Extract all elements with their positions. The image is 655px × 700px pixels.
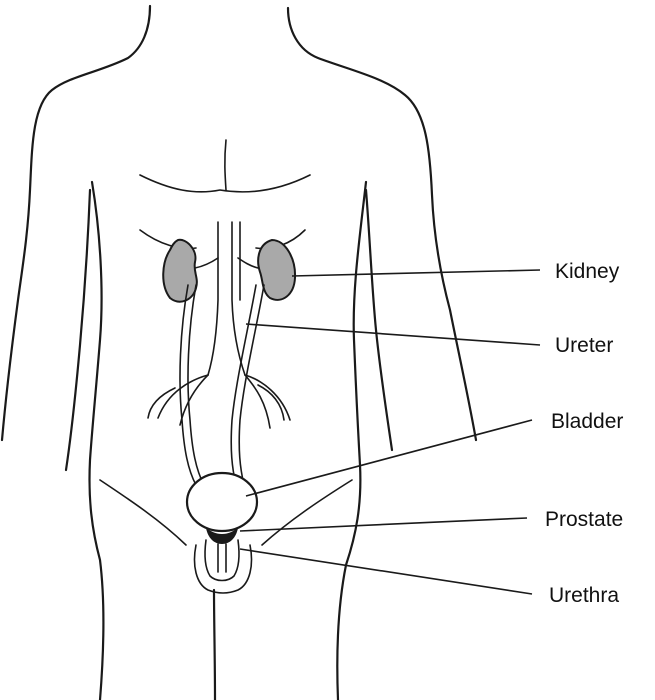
labels: Kidney Ureter Bladder Prostate Urethra bbox=[545, 260, 623, 607]
urinary-organs bbox=[148, 222, 295, 593]
bladder-label: Bladder bbox=[551, 410, 623, 433]
urethra-surround bbox=[205, 540, 239, 581]
right-inner-arm bbox=[366, 190, 392, 450]
left-kidney bbox=[163, 240, 197, 302]
inner-leg-line bbox=[214, 590, 215, 700]
kidney-label: Kidney bbox=[555, 260, 620, 283]
left-renal-vessel bbox=[195, 258, 218, 268]
aorta-left-wall bbox=[208, 222, 218, 375]
left-ureter-inner bbox=[188, 285, 204, 485]
right-torso-side bbox=[337, 182, 366, 700]
urethra-label: Urethra bbox=[549, 584, 619, 607]
left-torso-side bbox=[89, 182, 103, 700]
ureter-label: Ureter bbox=[555, 334, 613, 357]
scrotum-outline bbox=[195, 545, 252, 593]
left-iliac-outer bbox=[158, 375, 208, 418]
ureter-leader bbox=[246, 324, 540, 345]
left-neck-shoulder-arm bbox=[2, 6, 150, 440]
right-renal-vessel bbox=[238, 258, 258, 268]
left-iliac-inner bbox=[180, 375, 208, 425]
left-groin-line bbox=[100, 480, 186, 545]
right-ureter-outer bbox=[239, 285, 264, 485]
prostate-leader bbox=[240, 518, 527, 531]
right-groin-line bbox=[262, 480, 352, 545]
sternum-mark bbox=[225, 140, 226, 190]
urethra-leader bbox=[240, 549, 532, 594]
left-iliac-branch bbox=[148, 388, 175, 418]
prostate-label: Prostate bbox=[545, 508, 623, 531]
kidney-leader bbox=[292, 270, 540, 276]
right-iliac-inner bbox=[245, 375, 270, 428]
bladder bbox=[187, 473, 257, 531]
left-inner-arm bbox=[66, 190, 90, 470]
